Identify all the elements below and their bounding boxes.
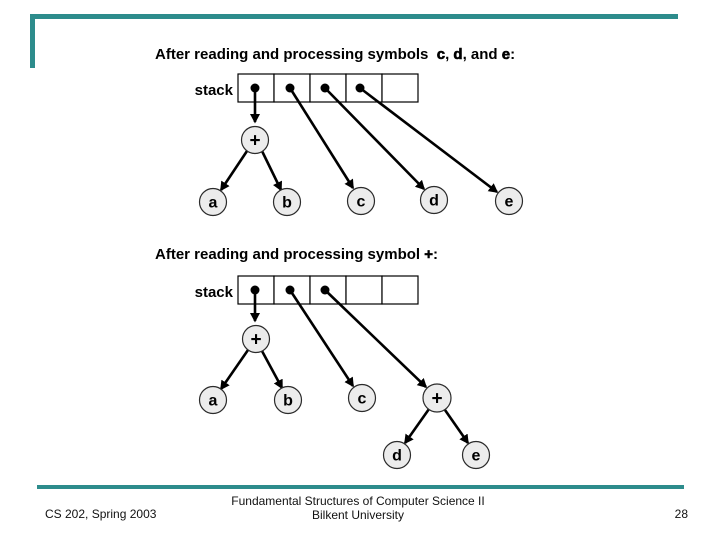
top-accent-line [30,14,678,19]
tree-edge [219,150,249,192]
tree2-node-e [461,440,491,470]
tree1-nodes: + a b c d e [198,125,524,217]
section2-title: After reading and processing symbol +: [155,246,438,264]
tree2-nodes: + a b c + d e [198,324,491,470]
section2-title-prefix: After reading and processing symbol [155,246,425,263]
pointer-arrow [288,289,355,388]
tree2-node-plus-top [241,324,271,354]
section1-symbol-d: d [453,46,463,64]
pointer-arrow [324,289,428,389]
tree2-label-b: b [283,393,293,410]
tree1-edges [219,150,283,192]
stack1-pointer-arrows [250,83,499,194]
stack2-pointer-arrows [250,285,428,389]
tree1-label-e: e [505,194,514,211]
stack-cell [345,275,383,305]
tree1-label-c: c [357,194,366,211]
tree2-node-d [382,440,412,470]
stack1-label: stack [195,82,234,99]
stack-pointer-dot [285,83,295,93]
left-accent-line [30,14,35,68]
stack-pointer-dot [320,285,330,295]
pointer-arrow [359,86,499,194]
footer-course: CS 202, Spring 2003 [45,507,157,521]
tree1-node-plus [240,125,270,155]
section1-title: After reading and processing symbols c, … [155,46,516,64]
tree-edge [260,350,284,390]
section1-title-prefix: After reading and processing symbols [155,46,437,63]
tree2-label-a: a [209,393,218,410]
tree-edge [443,409,470,445]
stack-pointer-dot [320,83,330,93]
tree2-label-plus-top: + [250,330,261,351]
tree1-label-plus: + [249,131,260,152]
footer-affiliation: Fundamental Structures of Computer Scien… [178,494,538,522]
tree2-node-c [347,383,377,413]
tree2-label-d: d [392,448,402,465]
tree2-node-plus-right [422,383,452,413]
tree2-label-e: e [472,448,481,465]
tree-edge [260,150,283,192]
tree-edge [219,349,250,391]
footer-affiliation-line2: Bilkent University [311,508,405,522]
stack-pointer-dot [250,285,260,295]
diagram1: stack [195,73,524,217]
tree1-node-d [419,185,449,215]
tree1-node-c [346,186,376,216]
tree1-node-a [198,187,228,217]
stack-cell [381,275,419,305]
stack2-cells [237,275,419,305]
tree1-label-b: b [282,195,292,212]
tree1-node-e [494,186,524,216]
stack2-label: stack [195,284,234,301]
section2-symbol-plus: + [424,246,433,264]
section1-symbol-c: c [436,46,446,64]
section1-symbol-e: e [501,46,511,64]
footer-affiliation-line1: Fundamental Structures of Computer Scien… [231,494,485,508]
diagram2: stack [195,275,491,470]
pointer-arrow [288,87,355,190]
tree1-label-d: d [429,193,439,210]
stack-pointer-dot [355,83,365,93]
tree1-node-b [272,187,302,217]
tree2-label-plus-right: + [431,389,442,410]
stack-cell [309,73,347,103]
stack-pointer-dot [250,83,260,93]
pointer-arrow [324,87,426,191]
tree2-edges [219,349,470,445]
tree2-label-c: c [358,391,367,408]
page-number: 28 [674,507,688,521]
stack-pointer-dot [285,285,295,295]
stack-cell [381,73,419,103]
stack1-cells [237,73,419,103]
tree-edge [403,408,431,445]
tree1-label-a: a [209,195,218,212]
tree2-node-a [198,385,228,415]
tree2-node-b [273,385,303,415]
footer-accent-line [37,485,684,489]
